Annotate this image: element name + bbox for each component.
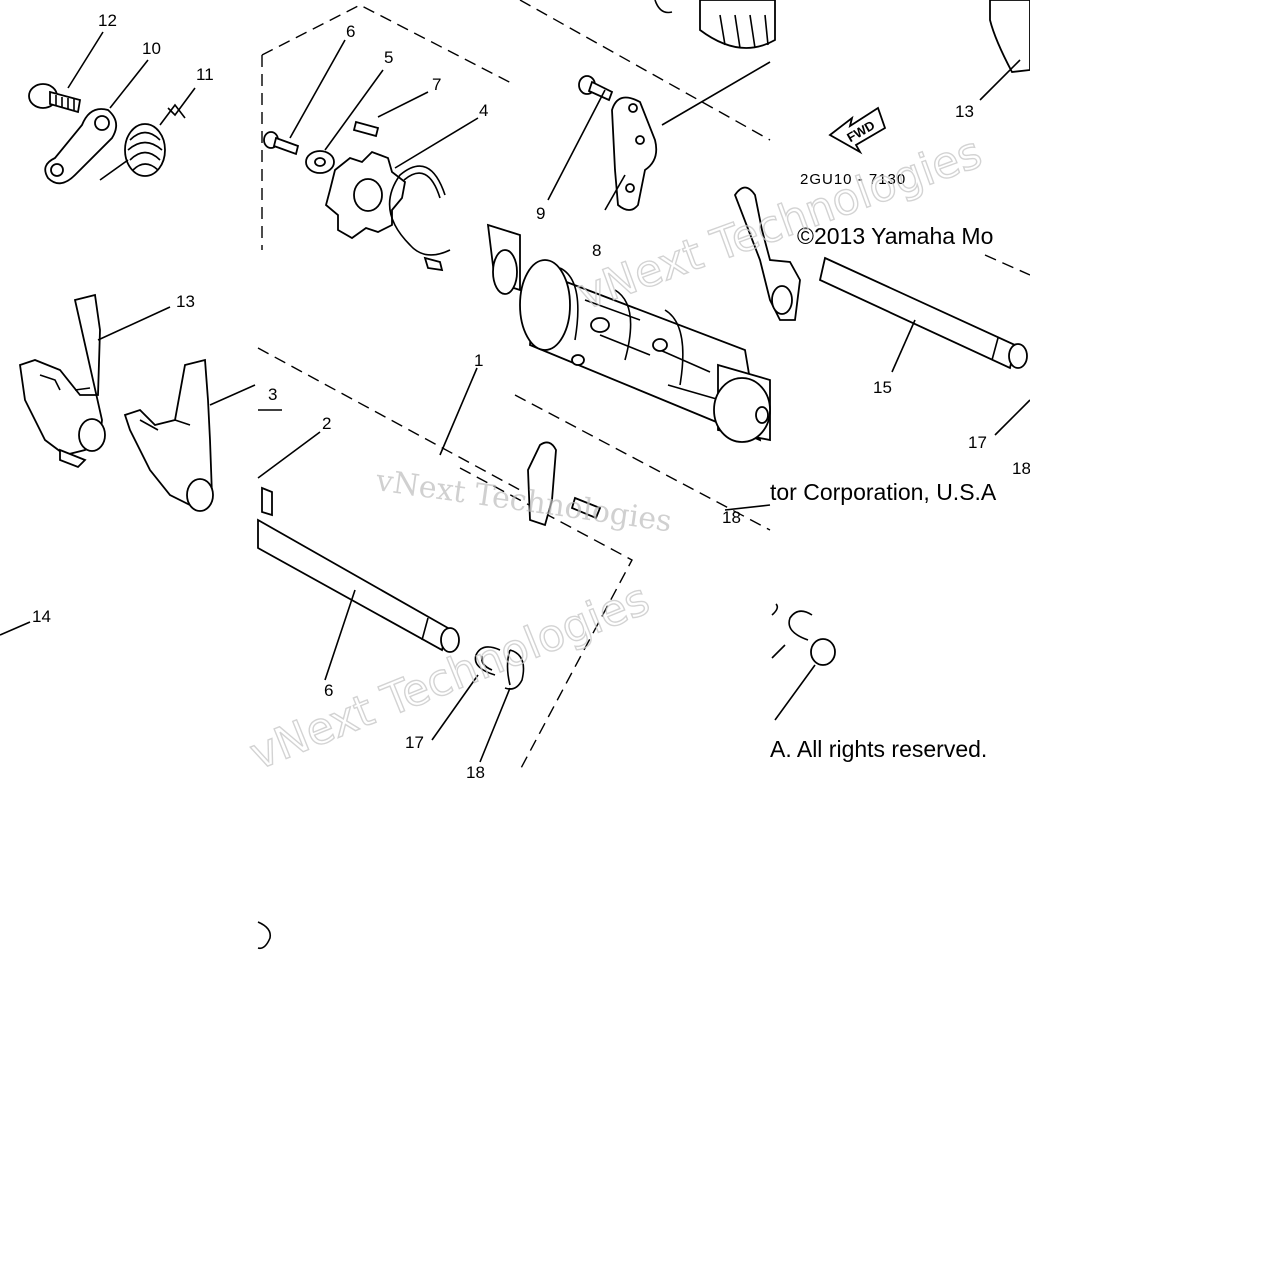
callout-13-left: 13 xyxy=(176,292,195,311)
pin-small xyxy=(570,496,602,520)
circlip-ring xyxy=(388,165,451,272)
assembly-boundary-lines xyxy=(257,0,1031,771)
callout-18-lower: 18 xyxy=(466,763,485,782)
callout-6-lower: 6 xyxy=(324,681,333,700)
callout-11: 11 xyxy=(196,65,214,84)
shift-fork-13-left xyxy=(19,293,106,469)
watermark-text-1: vNext Technologies xyxy=(373,463,674,539)
callout-8: 8 xyxy=(592,241,601,260)
callout-18-right: 18 xyxy=(1012,459,1031,478)
callout-3: 3 xyxy=(268,385,277,404)
callout-7: 7 xyxy=(432,75,441,94)
callout-14: 14 xyxy=(32,607,51,626)
callout-15: 15 xyxy=(873,378,892,397)
callout-6: 6 xyxy=(346,22,355,41)
guide-bar-6 xyxy=(257,518,460,653)
cap-right-lower xyxy=(810,638,836,666)
bolt-12 xyxy=(28,83,82,114)
pin-7 xyxy=(352,120,380,138)
washer-5 xyxy=(305,150,335,174)
callout-4: 4 xyxy=(479,101,488,120)
callout-10: 10 xyxy=(142,39,161,58)
washer-18-lower xyxy=(504,649,525,690)
watermark-text-3: vNext Technologies xyxy=(243,574,656,781)
copyright-line-2: tor Corporation, U.S.A xyxy=(770,479,997,505)
guide-bar-15 xyxy=(818,256,1028,370)
washer-lower-left xyxy=(261,486,273,517)
shift-fork-right-top xyxy=(733,186,801,321)
bearing xyxy=(654,0,776,49)
callout-2: 2 xyxy=(322,414,331,433)
fwd-arrow-icon: FWD xyxy=(828,106,887,155)
segment-4 xyxy=(324,150,406,240)
shift-fork-13-right xyxy=(989,0,1031,73)
plate-8 xyxy=(611,96,658,211)
callout-18-middle: 18 xyxy=(722,508,741,527)
shift-fork-3 xyxy=(123,358,214,512)
callout-5: 5 xyxy=(384,48,393,67)
part-code: 2GU10 - 7130 xyxy=(800,171,906,188)
leader-lines xyxy=(0,31,1031,763)
screw-9 xyxy=(578,75,614,102)
circlip-bottom-left xyxy=(257,921,272,950)
shift-drum-1 xyxy=(486,223,771,443)
stopper-lever-10 xyxy=(44,108,118,185)
spring-11 xyxy=(99,103,186,181)
callout-13-right: 13 xyxy=(955,102,974,121)
copyright-line-1: ©2013 Yamaha Mo xyxy=(797,223,993,249)
circlip-17-lower xyxy=(474,646,501,676)
callout-12: 12 xyxy=(98,11,117,30)
screw-6 xyxy=(263,131,300,156)
callout-1: 1 xyxy=(474,351,483,370)
callout-9: 9 xyxy=(536,204,545,223)
copyright-line-3: A. All rights reserved. xyxy=(770,736,987,762)
callout-17-lower: 17 xyxy=(405,733,424,752)
callout-numbers: 12 10 11 6 5 7 4 9 8 13 13 3 2 1 15 17 1… xyxy=(32,11,1031,782)
circlip-right-lower xyxy=(771,603,813,641)
shift-fork-middle xyxy=(527,441,557,527)
callout-17-right: 17 xyxy=(968,433,987,452)
